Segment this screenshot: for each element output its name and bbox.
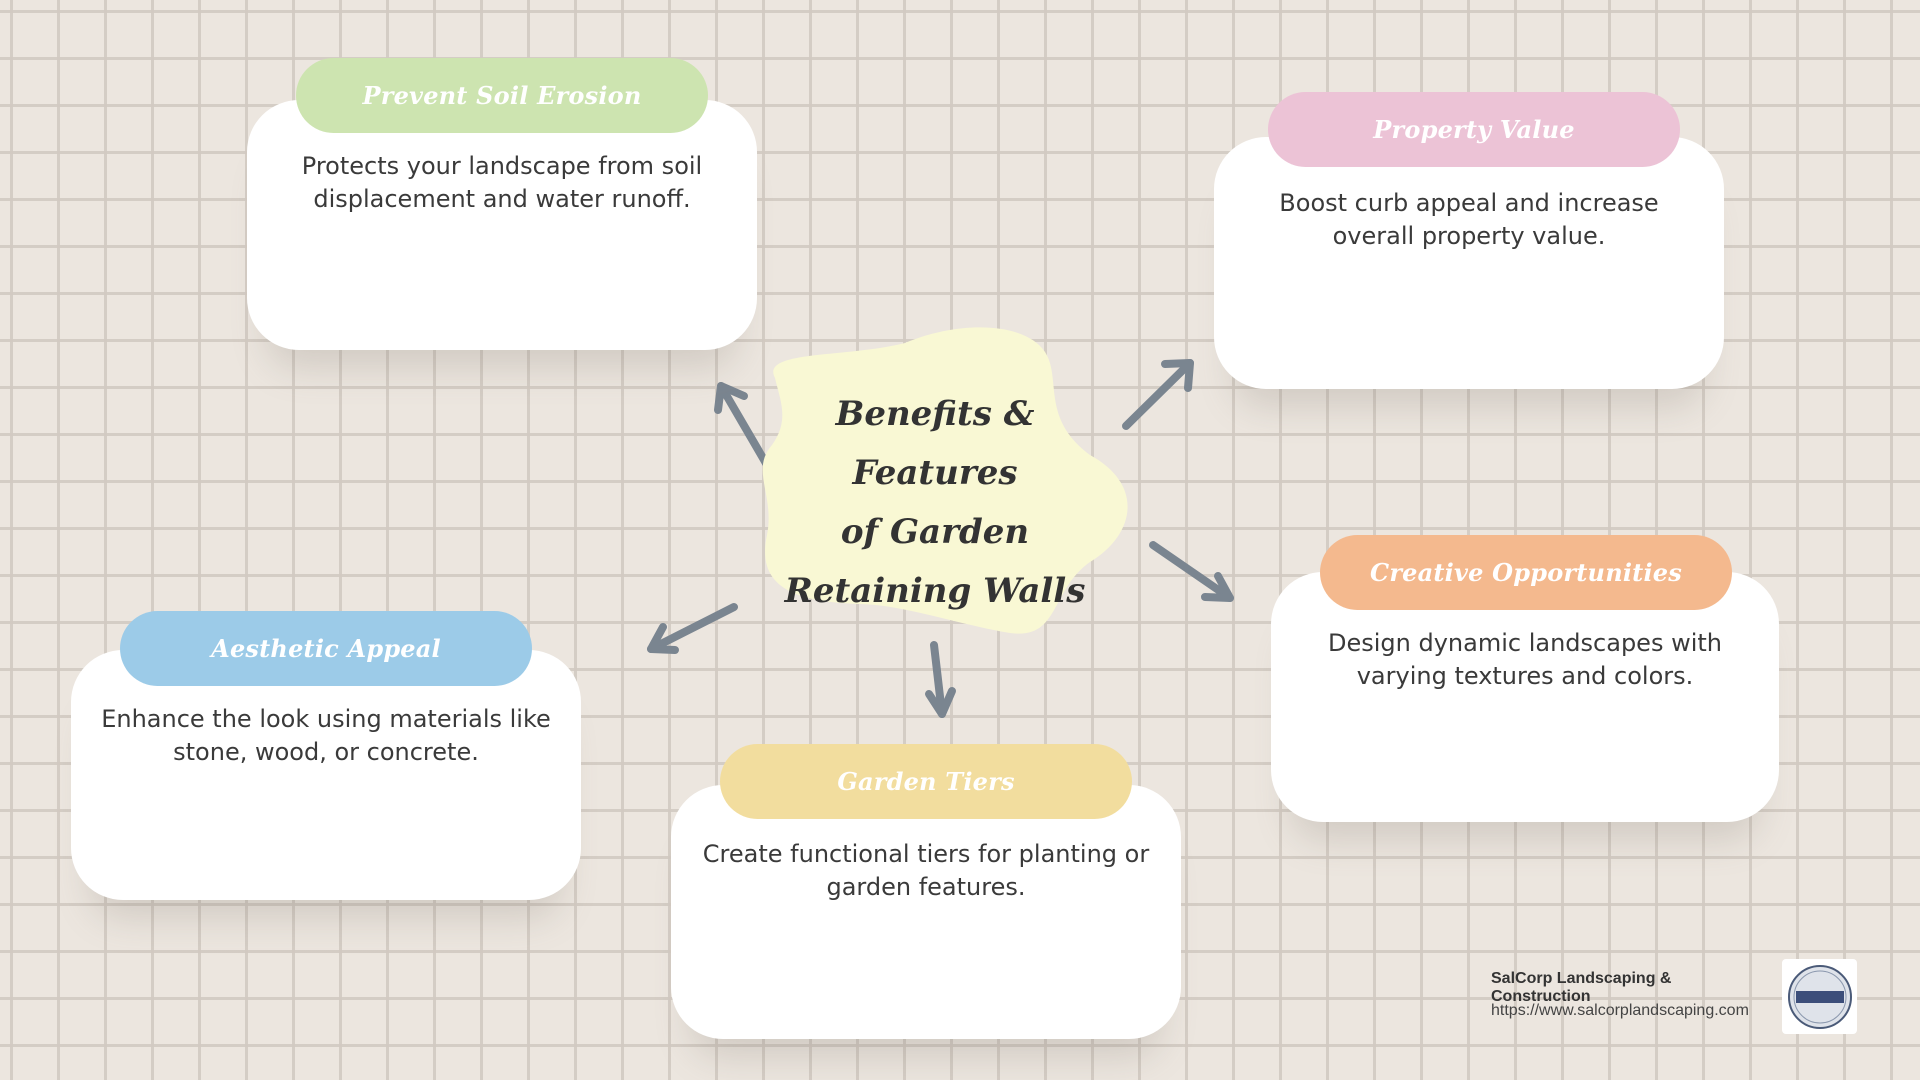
center-title-line-3: Retaining Walls [784, 571, 1086, 611]
company-url[interactable]: https://www.salcorplandscaping.com [1491, 1002, 1749, 1019]
pill-title-garden-tiers: Garden Tiers [837, 767, 1015, 796]
pill-title-prevent-soil-erosion: Prevent Soil Erosion [362, 81, 642, 110]
pill-property-value: Property Value [1268, 92, 1680, 167]
salcorp-logo-icon [1787, 964, 1852, 1029]
pill-garden-tiers: Garden Tiers [720, 744, 1132, 819]
company-logo [1782, 959, 1857, 1034]
card-prevent-soil-erosion: Protects your landscape from soil displa… [247, 100, 757, 350]
card-aesthetic-appeal: Enhance the look using materials like st… [71, 650, 581, 900]
card-garden-tiers: Create functional tiers for planting or … [671, 785, 1181, 1039]
pill-title-aesthetic-appeal: Aesthetic Appeal [211, 634, 441, 663]
arrow-to-prevent-soil-erosion [714, 382, 771, 469]
arrow-to-property-value [1122, 359, 1194, 430]
card-text-prevent-soil-erosion: Protects your landscape from soil displa… [301, 152, 703, 213]
center-title: Benefits & Features of Garden Retaining … [770, 385, 1100, 621]
pill-title-creative-opportunities: Creative Opportunities [1370, 558, 1682, 587]
card-text-garden-tiers: Create functional tiers for planting or … [702, 840, 1150, 901]
arrow-to-creative-opportunities [1149, 541, 1234, 602]
card-text-aesthetic-appeal: Enhance the look using materials like st… [101, 705, 551, 766]
card-property-value: Boost curb appeal and increase overall p… [1214, 137, 1724, 389]
company-name: SalCorp Landscaping & Construction [1491, 970, 1672, 1005]
pill-aesthetic-appeal: Aesthetic Appeal [120, 611, 532, 686]
card-text-property-value: Boost curb appeal and increase overall p… [1279, 189, 1659, 250]
card-text-creative-opportunities: Design dynamic landscapes with varying t… [1328, 629, 1722, 690]
pill-creative-opportunities: Creative Opportunities [1320, 535, 1732, 610]
arrow-to-garden-tiers [925, 641, 956, 718]
pill-prevent-soil-erosion: Prevent Soil Erosion [296, 58, 708, 133]
center-title-line-1: Benefits & Features [835, 394, 1035, 493]
card-creative-opportunities: Design dynamic landscapes with varying t… [1271, 572, 1779, 822]
arrow-to-aesthetic-appeal [647, 603, 738, 654]
pill-title-property-value: Property Value [1373, 115, 1575, 144]
center-title-line-2: of Garden [840, 512, 1030, 552]
